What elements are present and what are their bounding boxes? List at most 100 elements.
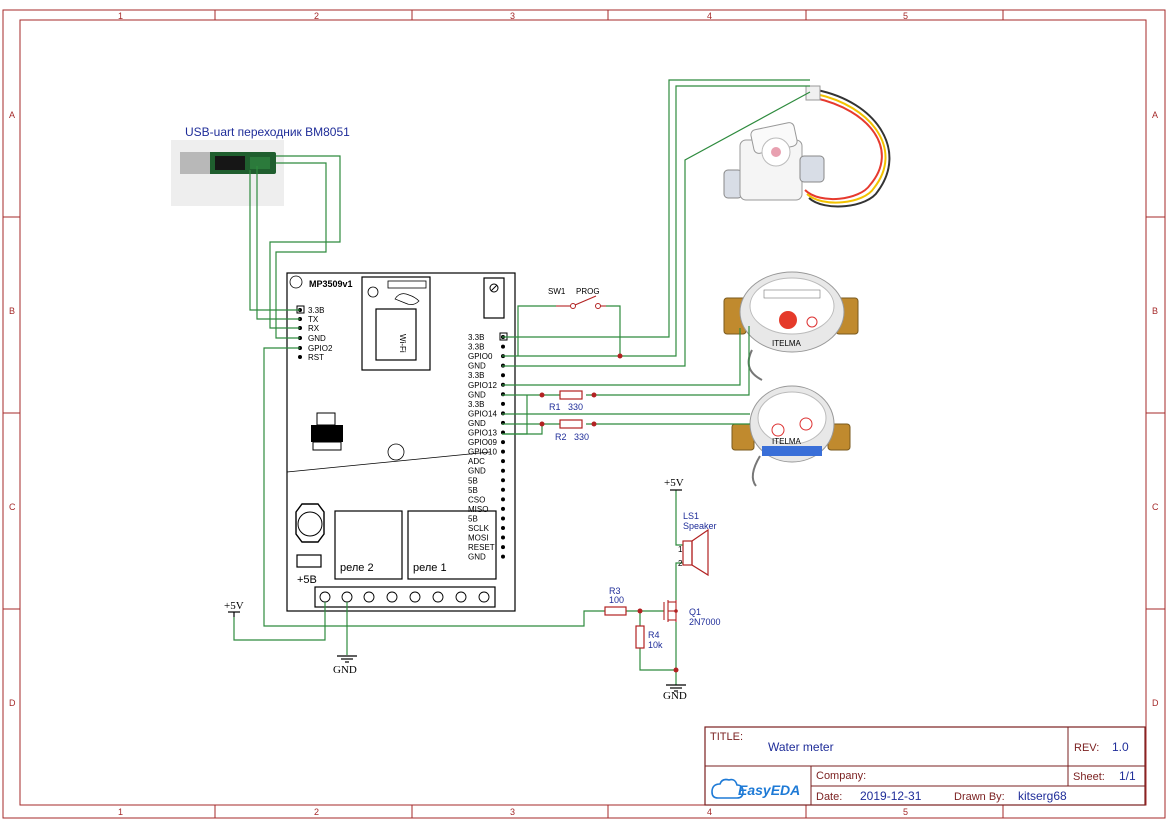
right-pin-dot [501,497,505,502]
right-pin-label: GPIO12 [468,381,497,390]
row-label: A [1152,110,1158,120]
right-pin-dot [501,459,505,464]
easyeda-logo: EasyEDA [711,778,800,799]
left-pin-label: TX [308,315,319,324]
row-label: A [9,110,15,120]
mosfet-q1[interactable]: Q1 2N7000 [663,600,721,627]
col-label: 1 [118,11,123,21]
power-5v-right: +5V [664,477,684,491]
speaker-pin2: 2 [678,559,683,568]
column-labels-top: 1 2 3 4 5 [118,11,908,21]
title-value: Water meter [768,740,834,754]
right-pin-label: GPIO10 [468,448,497,457]
left-pin-label: RX [308,324,320,333]
right-pin-label: RESET [468,543,495,552]
right-pin-dot [501,516,505,521]
r3-ref: R3 [609,586,621,596]
speaker-pin1: 1 [678,545,683,554]
right-pin-label: CSO [468,495,485,504]
right-pin-label: 3.3B [468,333,484,342]
left-pin-label: GPIO2 [308,344,333,353]
right-pin-dot [501,392,505,397]
resistor-r1[interactable]: R1 330 [549,390,583,412]
right-pin-label: GPIO14 [468,409,497,418]
row-label: B [1152,306,1158,316]
water-meter-2[interactable]: ITELMA [731,385,851,487]
flow-sensor[interactable] [723,85,891,208]
row-labels-left: A B C D [9,110,16,708]
right-pin-label: 5B [468,515,478,524]
switch-name: PROG [576,287,600,296]
sheet-label: Sheet: [1073,771,1105,783]
r4-ref: R4 [648,630,660,640]
p5-right-label: +5V [664,477,684,489]
power-5v-left: +5V [224,600,244,617]
right-pin-dot [501,545,505,550]
usb-uart-module[interactable]: USB-uart переходник BM8051 [171,125,350,206]
water-meter-1[interactable]: ITELMA [723,271,859,381]
speaker-ls1[interactable]: LS1 Speaker 1 2 [678,511,717,577]
right-pin-label: 5B [468,476,478,485]
logo-icon [394,293,420,305]
rev-label: REV: [1074,742,1099,754]
relay1-label: реле 1 [413,562,447,574]
right-pin-dot [501,526,505,530]
right-pin-dot [501,554,505,559]
drawn-label: Drawn By: [954,791,1005,803]
right-pin-dot [501,478,505,483]
col-label: 5 [903,807,908,817]
plus5-label: +5B [297,574,317,586]
r1-ref: R1 [549,402,561,412]
date-label: Date: [816,791,842,803]
relay2-label: реле 2 [340,562,374,574]
right-pin-label: 5B [468,486,478,495]
r1-value: 330 [568,402,583,412]
r3-value: 100 [609,595,624,605]
q1-name: 2N7000 [689,617,721,627]
left-pin-label: 3.3B [308,306,324,315]
r2-ref: R2 [555,432,567,442]
gnd-left-label: GND [333,664,357,676]
gnd-left: GND [333,655,357,676]
resistor-r3[interactable]: R3 100 [604,586,627,616]
speaker-name: Speaker [683,521,717,531]
right-pin-label: 3.3B [468,371,484,380]
row-label: D [9,698,16,708]
row-labels-right: A B C D [1152,110,1159,708]
right-pin-dot [501,487,505,492]
right-pin-label: GND [468,390,486,399]
speaker-ref: LS1 [683,511,699,521]
right-pin-label: GND [468,553,486,562]
title-label: TITLE: [710,731,743,743]
wires [233,79,811,685]
switch-sw1[interactable]: SW1 PROG [548,287,606,309]
col-label: 4 [707,807,712,817]
logo-text: EasyEDA [738,782,800,798]
gnd-right-label: GND [663,690,687,702]
col-label: 3 [510,807,515,817]
right-pin-label: GPIO13 [468,429,497,438]
r4-value: 10k [648,640,663,650]
r2-value: 330 [574,432,589,442]
right-pin-label: SCLK [468,524,490,533]
outer-frame [2,9,1166,819]
p5-left-label: +5V [224,600,244,612]
right-pin-label: GPIO0 [468,352,493,361]
usb-module-label: USB-uart переходник BM8051 [185,125,350,139]
q1-ref: Q1 [689,607,701,617]
switch-ref: SW1 [548,287,566,296]
right-pin-label: GND [468,467,486,476]
col-label: 1 [118,807,123,817]
resistor-r2[interactable]: R2 330 [555,419,589,442]
board-name: MP3509v1 [309,279,353,289]
left-pin-label: RST [308,353,324,362]
right-pin-dot [501,449,505,454]
col-label: 2 [314,11,319,21]
row-label: B [9,306,15,316]
resistor-r4[interactable]: R4 10k [635,625,663,650]
right-pin-label: GND [468,362,486,371]
right-pin-label: 3.3B [468,400,484,409]
right-pin-dot [501,373,505,378]
main-board[interactable]: MP3509v1 Wi-Fi +5B реле 2 реле 1 [286,272,516,612]
